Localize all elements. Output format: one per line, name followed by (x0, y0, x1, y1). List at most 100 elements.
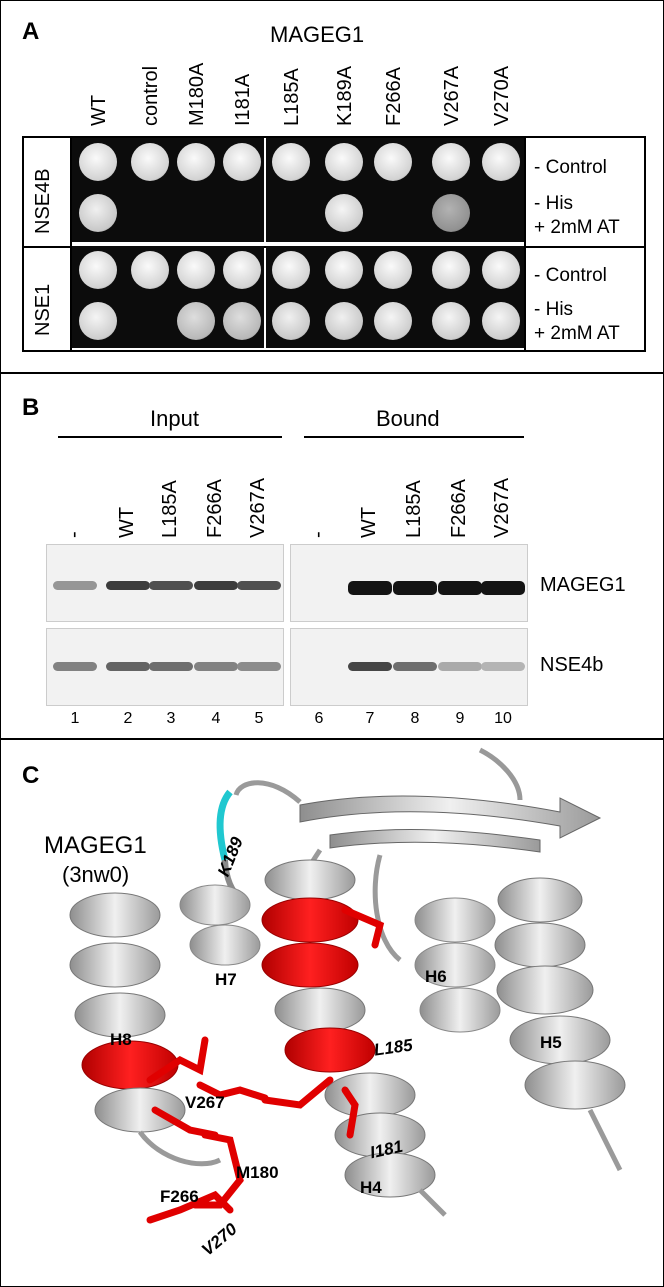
lane-number: 7 (365, 710, 375, 727)
colony (325, 302, 363, 340)
lane-number: 2 (123, 710, 133, 727)
colony (482, 251, 520, 289)
nse1-box (22, 244, 646, 352)
input-line (58, 436, 282, 438)
colony (177, 302, 215, 340)
blot-band (106, 581, 150, 590)
label-h5: H5 (540, 1033, 562, 1052)
cond-divider (524, 136, 526, 350)
cond-nse1-at: + 2mM AT (534, 323, 620, 344)
cond-nse4b-his: - His (534, 193, 574, 214)
cond-nse4b-at: + 2mM AT (534, 217, 620, 238)
colony (325, 251, 363, 289)
row-label-mageg1: MAGEG1 (540, 574, 626, 596)
label-h6: H6 (425, 967, 447, 986)
colony (131, 251, 169, 289)
row-label-nse4b: NSE4b (540, 654, 604, 676)
blot-band (149, 662, 193, 671)
colony (432, 251, 470, 289)
lane-label: V267A (247, 477, 269, 538)
bound-label: Bound (376, 406, 440, 431)
panel-a-title: MAGEG1 (270, 22, 365, 47)
blot-band (481, 581, 525, 595)
helix-central (261, 859, 376, 1073)
panel-c-letter: C (22, 762, 40, 789)
colony (223, 251, 261, 289)
k189-loop (216, 789, 233, 861)
structure-title: MAGEG1 (44, 832, 147, 859)
blot-band (106, 662, 150, 671)
blot-band (438, 581, 482, 595)
panel-b-letter: B (22, 394, 40, 421)
colony (223, 143, 261, 181)
label-v267: V267 (185, 1093, 225, 1112)
column-label: V270A (491, 65, 513, 126)
blot-band (393, 662, 437, 671)
lane-label: WT (358, 506, 380, 538)
lane-label: - (307, 531, 329, 538)
column-label: F266A (383, 67, 405, 126)
column-label: L185A (281, 68, 303, 126)
bound-line (304, 436, 524, 438)
label-h7: H7 (215, 970, 237, 989)
lane-label: L185A (159, 480, 181, 538)
blot-band (393, 581, 437, 595)
colony (374, 143, 412, 181)
lane-number: 10 (494, 710, 512, 727)
colony (79, 302, 117, 340)
label-divider (70, 136, 72, 350)
blot-band (149, 581, 193, 590)
lane-label: WT (116, 506, 138, 538)
colony (79, 143, 117, 181)
colony (374, 302, 412, 340)
column-label: K189A (334, 65, 356, 126)
blot-band (53, 581, 97, 590)
label-h8: H8 (110, 1030, 132, 1049)
blot-band (237, 662, 281, 671)
colony (177, 251, 215, 289)
colony (482, 302, 520, 340)
cond-nse1-his: - His (534, 299, 574, 320)
helix-h7 (179, 884, 261, 966)
blot-band (348, 581, 392, 595)
input-label: Input (150, 406, 199, 431)
colony (272, 302, 310, 340)
colony (79, 194, 117, 232)
blot-band (348, 662, 392, 671)
colony (374, 251, 412, 289)
lane-number: 1 (70, 710, 80, 727)
lane-number: 6 (314, 710, 324, 727)
helix-h8 (69, 892, 222, 1167)
colony (325, 143, 363, 181)
panel-a-letter: A (22, 18, 40, 45)
colony (432, 302, 470, 340)
colony (272, 251, 310, 289)
lane-number: 8 (410, 710, 420, 727)
helix-h4 (324, 1072, 447, 1217)
blot-band (194, 662, 238, 671)
protein-structure (69, 747, 626, 1224)
blot-band (481, 662, 525, 671)
lane-label: V267A (491, 477, 513, 538)
colony (432, 143, 470, 181)
blot-band (194, 581, 238, 590)
side-chains (146, 906, 385, 1224)
colony (272, 143, 310, 181)
lane-number: 3 (166, 710, 176, 727)
colony (482, 143, 520, 181)
lane-label: F266A (448, 479, 470, 538)
lane-label: L185A (403, 480, 425, 538)
column-label: WT (88, 94, 110, 126)
colony (79, 251, 117, 289)
panel-divider-ab (0, 372, 664, 374)
row-group-nse1: NSE1 (32, 283, 54, 336)
cond-nse4b-control: - Control (534, 157, 607, 178)
blot-band (438, 662, 482, 671)
lane-label: F266A (204, 479, 226, 538)
lane-number: 5 (254, 710, 264, 727)
label-m180: M180 (236, 1163, 279, 1182)
column-label: I181A (232, 73, 254, 126)
helix-h5 (494, 877, 626, 1172)
colony (325, 194, 363, 232)
colony (177, 143, 215, 181)
